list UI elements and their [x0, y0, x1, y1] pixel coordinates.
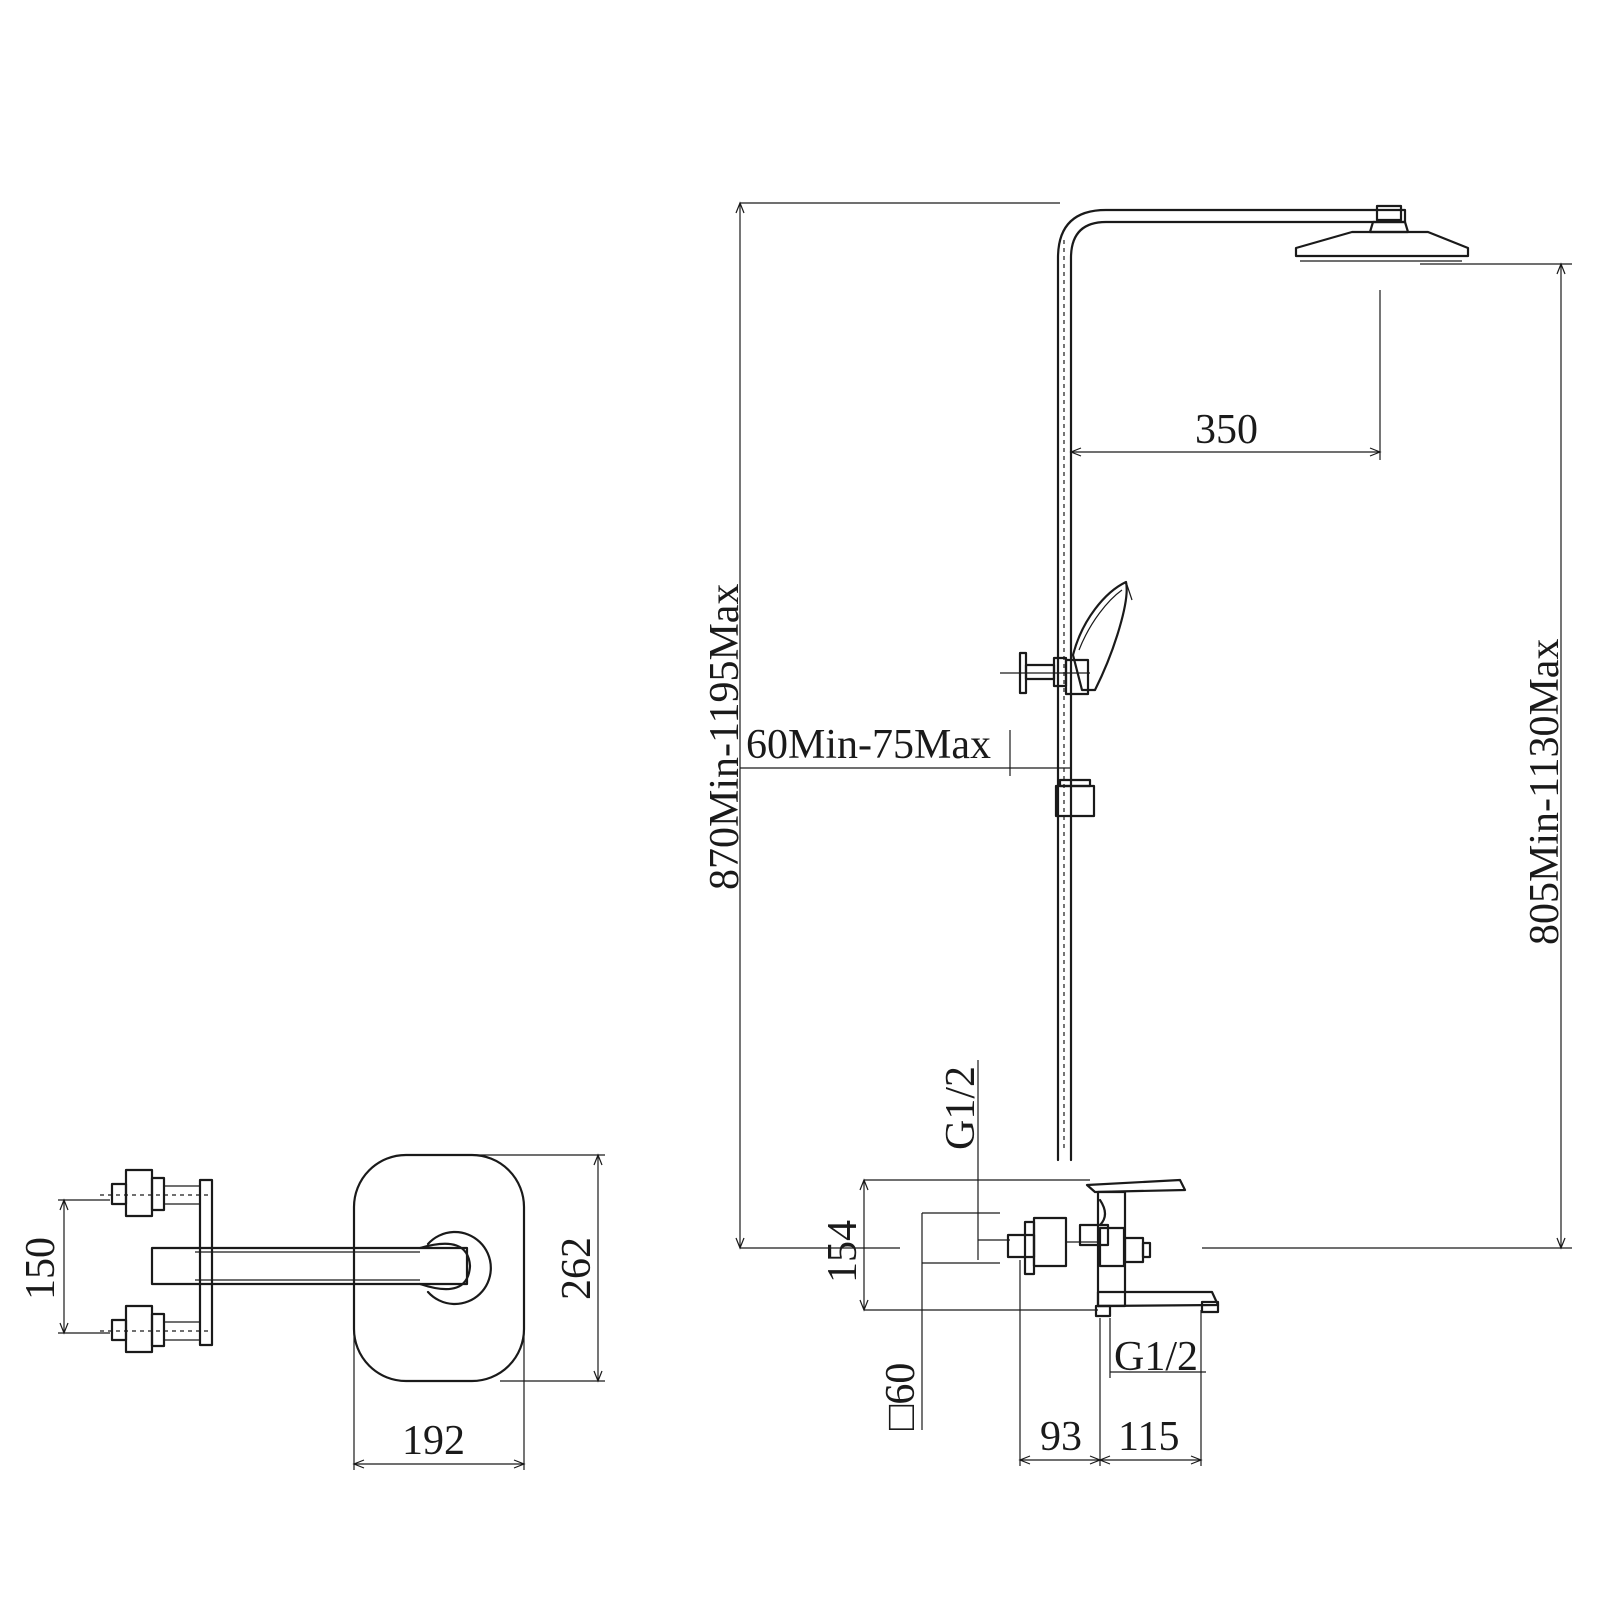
- arm-length-label: 350: [1195, 407, 1258, 453]
- bath-mixer: [1006, 1178, 1220, 1318]
- plate-height-label: 262: [554, 1237, 600, 1300]
- cover-plate: [352, 1153, 526, 1383]
- handset-holder: [1000, 651, 1090, 696]
- overhead-shower-head: [1294, 204, 1470, 262]
- inlet-thread-label: G1/2: [938, 1066, 984, 1150]
- hand-shower: [1071, 580, 1133, 692]
- outlet-thread-label: G1/2: [1114, 1334, 1198, 1380]
- slide-bracket: [1054, 778, 1096, 818]
- dimension-lines-side: [735, 201, 1572, 1466]
- wall-bar: [198, 1178, 214, 1347]
- total-height-label: 870Min-1195Max: [702, 584, 748, 890]
- bar-section-label: □60: [878, 1363, 924, 1430]
- mixer-height-label: 154: [820, 1220, 866, 1283]
- head-height-label: 805Min-1130Max: [1522, 639, 1568, 945]
- wall-to-mixer-label: 93: [1040, 1414, 1082, 1460]
- inlet-spacing-label: 150: [18, 1237, 64, 1300]
- riser-pipe: [1056, 208, 1407, 1162]
- shower-column-side-view: 870Min-1195Max 805Min-1130Max 350 60Min-…: [702, 201, 1572, 1466]
- spout-length-label: 115: [1118, 1414, 1179, 1460]
- dimension-lines-front: [58, 1153, 605, 1470]
- lower-inlet: [100, 1304, 210, 1354]
- handset-offset-label: 60Min-75Max: [746, 722, 991, 768]
- upper-inlet: [100, 1168, 210, 1218]
- wall-plate-front-view: 150 262 192: [18, 1153, 605, 1470]
- mixer-lever: [150, 1230, 492, 1306]
- plate-width-label: 192: [402, 1418, 465, 1464]
